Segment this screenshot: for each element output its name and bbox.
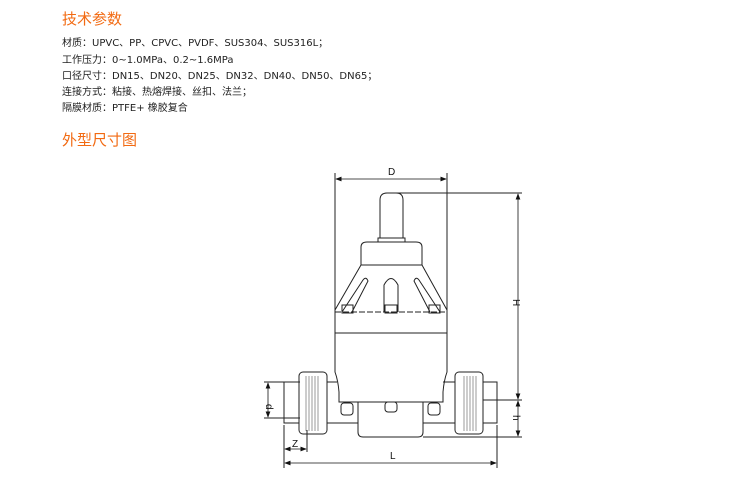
spec-connection: 连接方式：粘接、热熔焊接、丝扣、法兰；	[62, 87, 252, 98]
spec-material: 材质：UPVC、PP、CPVC、PVDF、SUS304、SUS316L；	[62, 38, 329, 49]
label-d: d	[263, 404, 274, 410]
label-L: L	[390, 451, 396, 462]
spec-pressure: 工作压力：0~1.0MPa、0.2~1.6MPa	[62, 55, 234, 66]
spec-diaphragm: 隔膜材质：PTFE+ 橡胶复合	[62, 103, 188, 114]
label-h: h	[510, 415, 521, 421]
drawing-title: 外型尺寸图	[62, 131, 138, 149]
label-H: H	[510, 299, 521, 306]
label-D: D	[388, 167, 395, 178]
specs-title: 技术参数	[62, 10, 123, 28]
spec-size: 口径尺寸：DN15、DN20、DN25、DN32、DN40、DN50、DN65；	[62, 71, 378, 82]
label-Z: Z	[292, 439, 298, 450]
